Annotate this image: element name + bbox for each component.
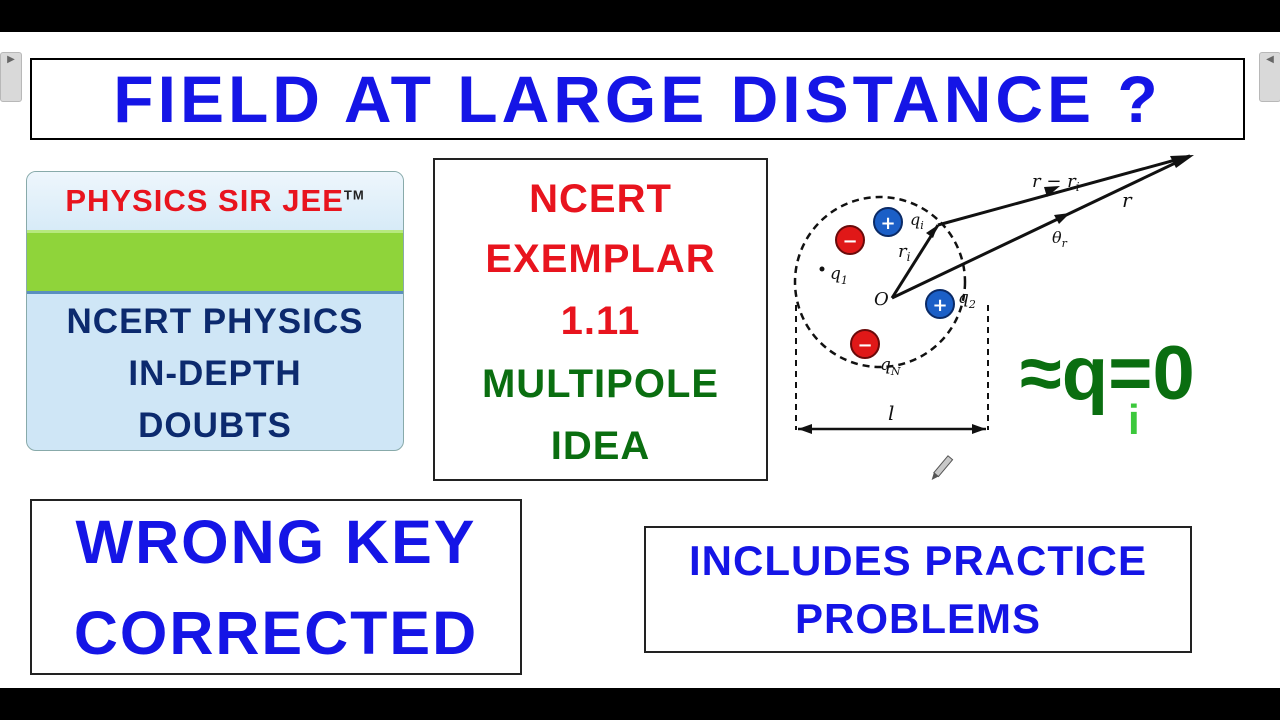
- minus-sign: −: [857, 335, 872, 356]
- positive-charge-top-circle: [873, 207, 903, 237]
- negative-charge-bottom: −: [850, 329, 880, 359]
- letterbox-top: [0, 0, 1280, 32]
- exemplar-line-ncert: NCERT: [529, 177, 672, 221]
- pen-cursor-icon: [931, 455, 954, 480]
- brand-line: NCERT PHYSICS: [66, 302, 364, 341]
- label-r-minus-ri: r − ri: [1032, 171, 1080, 194]
- brand-card: PHYSICS SIR JEETM NCERT PHYSICS IN-DEPTH…: [26, 171, 404, 451]
- length-arrow-head-right: [972, 424, 986, 434]
- trademark-mark: TM: [343, 187, 365, 203]
- sum-subscript: i: [1128, 396, 1140, 443]
- label-qi: qi: [910, 210, 924, 232]
- label-q1: q1: [830, 264, 848, 287]
- sum-formula: ≈q=0: [1020, 331, 1195, 416]
- exemplar-number: 1.11: [560, 299, 641, 343]
- brand-subtitle: NCERT PHYSICS IN-DEPTH DOUBTS: [27, 294, 403, 450]
- multipole-diagram: l r − ri r θr ri O qi q1 q2 qN + − + −: [793, 154, 1194, 480]
- practice-line-1: INCLUDES PRACTICE: [688, 537, 1148, 584]
- charge-dot-q1: [819, 266, 825, 272]
- wrong-key-box: WRONG KEY CORRECTED: [30, 499, 522, 675]
- negative-charge-bottom-circle: [850, 329, 880, 359]
- label-ri-sub: i: [907, 250, 911, 264]
- letterbox-bottom: [0, 688, 1280, 720]
- arrow-right-icon: ▶: [7, 54, 15, 65]
- positive-charge-right: +: [925, 289, 955, 319]
- label-q1-sub: 1: [841, 274, 848, 287]
- exemplar-line-exemplar: EXEMPLAR: [485, 237, 716, 281]
- label-qn-text: q: [880, 355, 891, 375]
- minus-sign: −: [842, 231, 857, 252]
- brand-line: IN-DEPTH: [128, 354, 302, 393]
- positive-charge-top: +: [873, 207, 903, 237]
- left-panel-toggle[interactable]: ▶: [0, 52, 22, 102]
- vector-r-minus-ri: [937, 154, 1191, 227]
- label-ri-text: r: [898, 241, 908, 262]
- plus-sign: +: [932, 295, 947, 316]
- practice-line-2: PROBLEMS: [794, 595, 1041, 642]
- right-panel-toggle[interactable]: ◀: [1259, 52, 1280, 102]
- corrected-line: CORRECTED: [73, 599, 479, 667]
- label-qi-text: q: [910, 210, 920, 229]
- brand-header: PHYSICS SIR JEETM: [27, 172, 403, 230]
- label-ri: ri: [898, 241, 911, 264]
- brand-line: DOUBTS: [138, 406, 292, 445]
- charge-region-circle: [793, 195, 967, 369]
- label-q1-text: q: [830, 264, 841, 284]
- brand-name: PHYSICS SIR JEE: [65, 183, 344, 218]
- label-q2-sub: 2: [968, 298, 976, 311]
- label-qi-sub: i: [920, 219, 924, 232]
- label-origin: O: [874, 289, 889, 310]
- label-qn: qN: [880, 355, 901, 378]
- label-qn-sub: N: [890, 365, 901, 378]
- topic-idea: IDEA: [550, 424, 651, 468]
- vector-ri-head: [926, 225, 938, 238]
- positive-charge-right-circle: [925, 289, 955, 319]
- plus-sign: +: [880, 213, 895, 234]
- length-label: l: [888, 401, 894, 425]
- vector-r-mid-arrow: [1054, 213, 1070, 224]
- vector-tip: [1170, 155, 1194, 168]
- label-theta-sub: r: [1062, 237, 1068, 250]
- topic-multipole: MULTIPOLE: [481, 362, 720, 406]
- arrow-left-icon: ◀: [1266, 54, 1274, 65]
- practice-box: INCLUDES PRACTICE PROBLEMS: [644, 526, 1192, 653]
- label-r-minus-ri-text: r − r: [1032, 171, 1077, 192]
- brand-name-wrapper: PHYSICS SIR JEETM: [65, 183, 364, 219]
- exemplar-box: NCERT EXEMPLAR 1.11 MULTIPOLE IDEA: [433, 158, 768, 481]
- vector-diff-mid-arrow: [1044, 186, 1060, 197]
- length-arrow-head-left: [798, 424, 812, 434]
- label-q2: q2: [958, 288, 976, 311]
- negative-charge-left-circle: [835, 225, 865, 255]
- label-r-minus-ri-sub: i: [1076, 180, 1080, 194]
- label-theta-text: θ: [1052, 228, 1062, 247]
- headline-box: FIELD AT LARGE DISTANCE ?: [30, 58, 1245, 140]
- brand-green-stripe: [27, 230, 403, 294]
- vector-r: [891, 154, 1191, 300]
- negative-charge-left: −: [835, 225, 865, 255]
- label-r: r: [1122, 188, 1133, 212]
- vector-ri: [890, 224, 940, 299]
- label-theta: θr: [1052, 228, 1068, 250]
- wrong-key-line: WRONG KEY: [75, 508, 477, 576]
- label-q2-text: q: [958, 288, 969, 308]
- headline-text: FIELD AT LARGE DISTANCE ?: [113, 62, 1162, 136]
